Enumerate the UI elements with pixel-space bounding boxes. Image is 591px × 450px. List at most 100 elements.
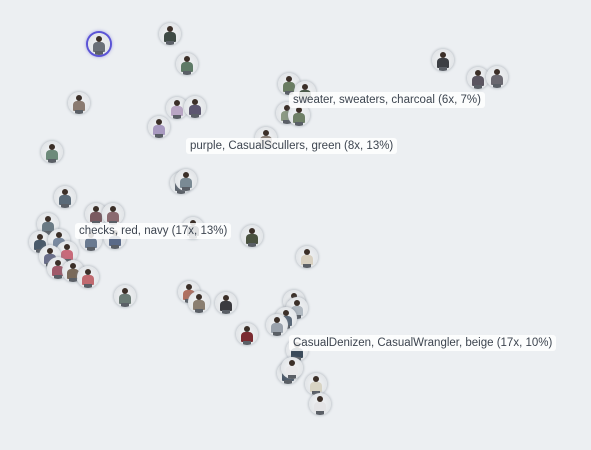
shirt bbox=[61, 250, 73, 260]
product-thumbnail[interactable] bbox=[309, 393, 331, 415]
trousers bbox=[195, 309, 203, 313]
product-thumbnail[interactable] bbox=[296, 246, 318, 268]
cluster-label-checks[interactable]: checks, red, navy (17x, 13%) bbox=[75, 223, 232, 239]
trousers bbox=[155, 134, 163, 138]
model-head bbox=[440, 52, 446, 58]
product-thumbnail[interactable] bbox=[432, 49, 454, 71]
trousers bbox=[474, 85, 482, 89]
model-head bbox=[55, 260, 61, 266]
shirt bbox=[153, 125, 165, 135]
shirt bbox=[42, 222, 54, 232]
product-thumbnail[interactable] bbox=[266, 314, 288, 336]
model-head bbox=[196, 294, 202, 300]
shirt bbox=[283, 82, 295, 92]
model-head bbox=[37, 234, 43, 240]
trousers bbox=[439, 67, 447, 71]
product-thumbnail[interactable] bbox=[54, 186, 76, 208]
shirt bbox=[301, 255, 313, 265]
product-thumbnail[interactable] bbox=[148, 116, 170, 138]
trousers bbox=[182, 187, 190, 191]
shirt bbox=[246, 234, 258, 244]
trousers bbox=[183, 71, 191, 75]
model-head bbox=[156, 119, 162, 125]
shirt bbox=[286, 366, 298, 376]
trousers bbox=[87, 247, 95, 251]
shirt bbox=[291, 348, 303, 358]
product-thumbnail[interactable] bbox=[467, 67, 489, 89]
trousers bbox=[75, 110, 83, 114]
shirt bbox=[82, 275, 94, 285]
trousers bbox=[493, 84, 501, 88]
shirt bbox=[193, 300, 205, 310]
shirt bbox=[180, 178, 192, 188]
shirt bbox=[46, 150, 58, 160]
model-head bbox=[289, 360, 295, 366]
model-head bbox=[45, 216, 51, 222]
model-head bbox=[304, 249, 310, 255]
model-head bbox=[283, 310, 289, 316]
product-thumbnail[interactable] bbox=[241, 225, 263, 247]
trousers bbox=[295, 122, 303, 126]
product-thumbnail[interactable] bbox=[159, 23, 181, 45]
model-head bbox=[76, 95, 82, 101]
shirt bbox=[52, 266, 64, 276]
model-head bbox=[122, 288, 128, 294]
trousers bbox=[173, 115, 181, 119]
shirt bbox=[107, 212, 119, 222]
product-thumbnail[interactable] bbox=[288, 104, 310, 126]
model-head bbox=[110, 206, 116, 212]
shirt bbox=[85, 238, 97, 248]
product-thumbnail[interactable] bbox=[184, 96, 206, 118]
product-thumbnail[interactable] bbox=[68, 92, 90, 114]
product-thumbnail[interactable] bbox=[41, 141, 63, 163]
product-thumbnail[interactable] bbox=[175, 169, 197, 191]
trousers bbox=[61, 204, 69, 208]
model-head bbox=[192, 99, 198, 105]
model-head bbox=[294, 300, 300, 306]
cluster-label-purple[interactable]: purple, CasualScullers, green (8x, 13%) bbox=[186, 138, 398, 154]
shirt bbox=[67, 269, 79, 279]
model-head bbox=[184, 56, 190, 62]
shirt bbox=[291, 306, 303, 316]
shirt bbox=[281, 111, 293, 121]
model-head bbox=[70, 263, 76, 269]
cluster-label-sweater[interactable]: sweater, sweaters, charcoal (6x, 7%) bbox=[289, 92, 485, 108]
model-head bbox=[296, 107, 302, 113]
trousers bbox=[288, 375, 296, 379]
shirt bbox=[90, 212, 102, 222]
product-thumbnail[interactable] bbox=[114, 285, 136, 307]
product-thumbnail[interactable] bbox=[77, 266, 99, 288]
product-thumbnail[interactable] bbox=[102, 203, 124, 225]
trousers bbox=[84, 284, 92, 288]
shirt bbox=[220, 301, 232, 311]
model-head bbox=[249, 228, 255, 234]
shirt bbox=[271, 323, 283, 333]
shirt bbox=[293, 113, 305, 123]
model-head bbox=[302, 84, 308, 90]
trousers bbox=[95, 51, 103, 55]
trousers bbox=[48, 159, 56, 163]
model-head bbox=[183, 172, 189, 178]
model-head bbox=[286, 76, 292, 82]
shirt bbox=[119, 294, 131, 304]
trousers bbox=[121, 303, 129, 307]
trousers bbox=[69, 278, 77, 282]
model-head bbox=[49, 144, 55, 150]
product-thumbnail[interactable] bbox=[188, 291, 210, 313]
product-thumbnail[interactable] bbox=[176, 53, 198, 75]
product-thumbnail[interactable] bbox=[486, 66, 508, 88]
shirt bbox=[437, 58, 449, 68]
product-thumbnail[interactable] bbox=[166, 97, 188, 119]
shirt bbox=[241, 332, 253, 342]
product-thumbnail[interactable] bbox=[236, 323, 258, 345]
cluster-label-casualdenizen[interactable]: CasualDenizen, CasualWrangler, beige (17… bbox=[289, 335, 557, 351]
product-thumbnail[interactable] bbox=[88, 33, 110, 55]
product-thumbnail[interactable] bbox=[305, 373, 327, 395]
shirt bbox=[310, 382, 322, 392]
model-head bbox=[313, 376, 319, 382]
product-thumbnail[interactable] bbox=[215, 292, 237, 314]
shirt bbox=[109, 236, 121, 246]
product-thumbnail[interactable] bbox=[281, 357, 303, 379]
model-head bbox=[93, 206, 99, 212]
